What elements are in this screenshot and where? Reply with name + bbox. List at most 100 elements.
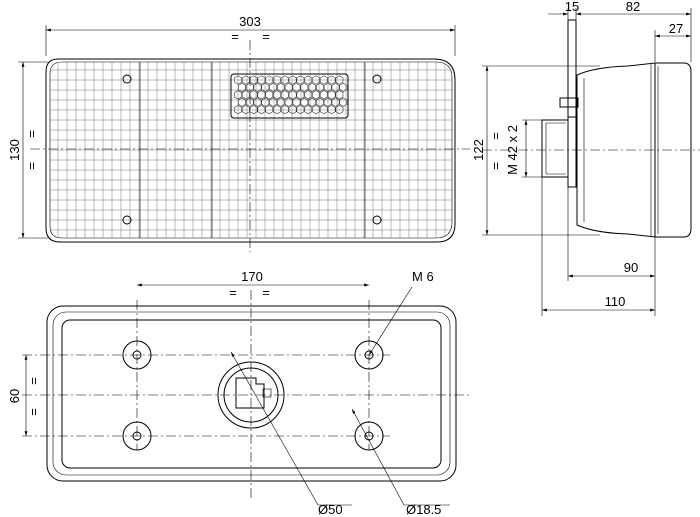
reflector-hex-cell: [265, 75, 274, 85]
reflector-hex-cell: [261, 82, 270, 92]
rear-housing-inner: [52, 311, 451, 476]
leader-diameter-50: [230, 351, 319, 506]
reflector-hex-cell: [253, 97, 262, 107]
reflector-hex-cell: [331, 97, 340, 107]
mounting-flange: [567, 19, 577, 118]
mounting-dimple: [372, 74, 382, 84]
dimension-122-label: 122: [471, 139, 486, 161]
reflector-hex-cell: [304, 105, 313, 115]
reflector-hex-cell: [296, 90, 305, 100]
side-view: 15 82 27 122 = = M 42 x 2 90 110: [471, 0, 700, 316]
reflector-hex-cell: [319, 75, 328, 85]
reflector-hex-cell: [323, 82, 332, 92]
reflector-hex-cell: [315, 97, 324, 107]
reflector-hex-cell: [300, 82, 309, 92]
reflector-hex-cell: [327, 90, 336, 100]
reflector-hex-cell: [265, 90, 274, 100]
screw-hole-diameter-label: Ø18.5: [406, 502, 441, 517]
reflector-hex-cell: [238, 82, 246, 92]
reflector-hex-cell: [288, 75, 297, 85]
mounting-flange-lower: [567, 116, 577, 188]
mounting-dimple: [122, 74, 132, 84]
reflector-hex-cell: [241, 90, 250, 100]
reflector-hex-cell: [292, 82, 301, 92]
reflector-hex-cell: [335, 90, 344, 100]
side-lens-outline: [654, 62, 692, 238]
reflector-hex-cell: [327, 105, 336, 115]
reflector-hex-cell: [339, 97, 348, 107]
reflector-hex-cell: [273, 105, 281, 115]
reflector-hex-cell: [315, 82, 324, 92]
reflector-hex-cell: [265, 105, 274, 115]
equal-mark: =: [488, 162, 503, 170]
front-view: 303 = = 130 = =: [7, 14, 470, 252]
rear-view: 170 = = 60 = = M 6 Ø50 Ø18.5: [7, 269, 470, 517]
dimension-110-label: 110: [605, 294, 626, 309]
equal-mark: =: [262, 29, 270, 44]
dimension-170-label: 170: [241, 269, 263, 284]
equal-mark: =: [229, 285, 237, 300]
reflector-hex-cell: [257, 75, 266, 85]
reflector-hex-cell: [249, 90, 258, 100]
equal-mark: =: [26, 408, 41, 416]
reflector-hex-cell: [319, 105, 328, 115]
equal-mark: =: [24, 162, 39, 170]
reflector-hex-cell: [296, 105, 305, 115]
reflector-hex-cell: [245, 82, 254, 92]
lens-grid-pattern: [50, 62, 452, 238]
connector-plug: [235, 377, 265, 409]
reflector-hex-cell: [257, 105, 266, 115]
rear-housing-outline: [46, 305, 457, 482]
reflector-hex-cell: [234, 105, 242, 115]
reflector-hex-cell: [284, 82, 293, 92]
reflector-hex-cell: [327, 75, 336, 85]
reflector-hex-cell: [234, 90, 242, 100]
reflector-hex-cell: [335, 75, 344, 85]
reflector-hex-cell: [245, 97, 254, 107]
equal-mark: =: [262, 285, 270, 300]
reflector-hex-cell: [308, 82, 317, 92]
reflector-hex-cell: [273, 90, 281, 100]
reflector-hex-cell: [312, 75, 320, 85]
screw-size-label: M 6: [412, 269, 434, 284]
reflector-hex-cell: [288, 105, 297, 115]
reflector-hex-cell: [257, 90, 266, 100]
dimension-130-label: 130: [7, 139, 22, 161]
reflector-hex-cell: [253, 82, 262, 92]
reflector-hex-cell: [269, 97, 278, 107]
reflector-hex-cell: [335, 105, 344, 115]
reflector-hex-cell: [276, 82, 285, 92]
reflector-hex-cell: [280, 90, 289, 100]
reflector-hex-cell: [292, 97, 301, 107]
front-housing-outline: [45, 58, 456, 243]
reflector-hex-cell: [304, 75, 313, 85]
dimension-27-label: 27: [669, 21, 683, 36]
equal-mark: =: [231, 29, 239, 44]
leader-diameter-18-5: [351, 408, 405, 506]
reflector-hex-cell: [269, 82, 278, 92]
reflector-hex-cell: [339, 82, 348, 92]
threaded-boss: [541, 119, 569, 178]
reflector-hex-cell: [312, 90, 320, 100]
leader-m6: [368, 286, 413, 356]
reflector-hex-cell: [284, 97, 293, 107]
connector-tab: [559, 97, 579, 108]
reflector-hex-cell: [238, 97, 246, 107]
reflector-hex-cell: [319, 90, 328, 100]
reflector-hex-cell: [280, 75, 289, 85]
reflector-hex-cell: [296, 75, 305, 85]
reflector-frame: [230, 73, 349, 119]
dimension-90-label: 90: [624, 260, 638, 275]
reflector-hex-cell: [276, 97, 285, 107]
reflector-hex-cell: [280, 105, 289, 115]
reflector-hex-cell: [312, 105, 320, 115]
reflector-hex-cell: [300, 97, 309, 107]
equal-mark: =: [26, 377, 41, 385]
equal-mark: =: [488, 132, 503, 140]
equal-mark: =: [24, 130, 39, 138]
reflector-hex-cell: [234, 75, 242, 85]
dimension-60-label: 60: [7, 389, 22, 403]
dimension-82-label: 82: [626, 0, 640, 14]
dimension-15-label: 15: [565, 0, 579, 14]
